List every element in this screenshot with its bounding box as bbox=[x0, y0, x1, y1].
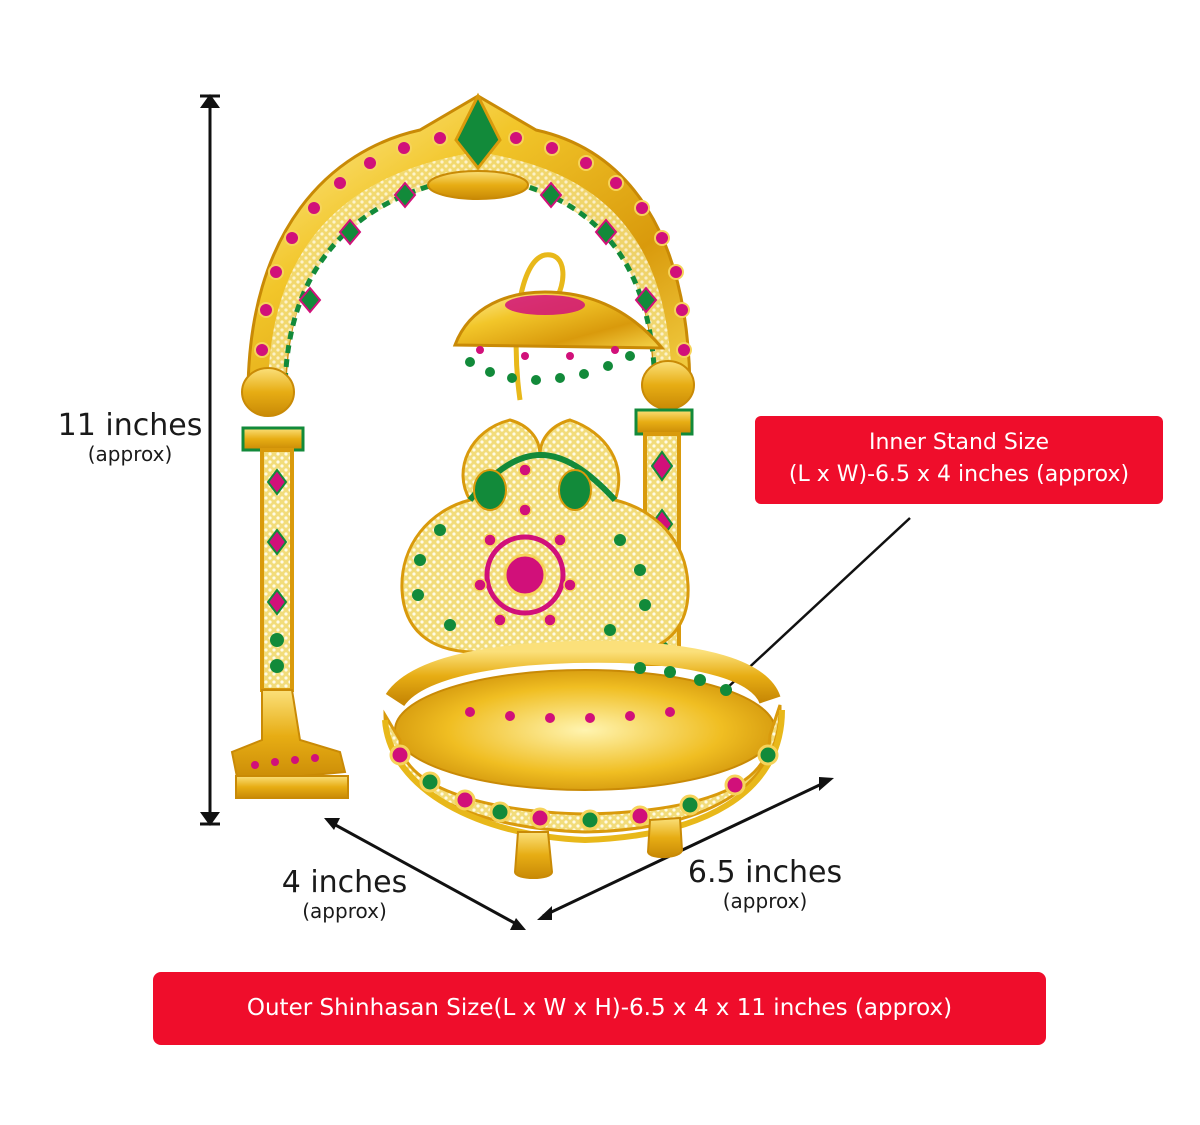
hanging-umbrella bbox=[452, 252, 666, 401]
peacock-pendant bbox=[400, 418, 690, 654]
width-label: 4 inches (approx) bbox=[262, 867, 427, 922]
inner-stand-title: Inner Stand Size bbox=[868, 430, 1050, 455]
height-value: 11 inches bbox=[57, 408, 203, 443]
length-value: 6.5 inches bbox=[687, 855, 843, 890]
inner-stand-size-callout: Inner Stand Size (L x W)-6.5 x 4 inches … bbox=[755, 416, 1163, 504]
outer-shinhasan-dimensions: Outer Shinhasan Size(L x W x H)-6.5 x 4 … bbox=[246, 995, 953, 1021]
width-value: 4 inches bbox=[281, 865, 408, 900]
length-label: 6.5 inches (approx) bbox=[670, 857, 860, 912]
width-approx: (approx) bbox=[302, 898, 387, 923]
length-approx: (approx) bbox=[722, 888, 808, 913]
height-approx: (approx) bbox=[87, 441, 173, 466]
round-tray-base bbox=[382, 640, 785, 879]
length-dimension-arrow bbox=[537, 777, 834, 920]
arch-frame bbox=[241, 92, 695, 417]
height-dimension-arrow bbox=[200, 94, 220, 826]
height-label: 11 inches (approx) bbox=[45, 410, 215, 465]
inner-stand-dimensions: (L x W)-6.5 x 4 inches (approx) bbox=[788, 462, 1130, 487]
width-dimension-arrow bbox=[324, 818, 526, 930]
left-pillar bbox=[230, 426, 349, 799]
outer-shinhasan-size-callout: Outer Shinhasan Size(L x W x H)-6.5 x 4 … bbox=[153, 972, 1046, 1045]
